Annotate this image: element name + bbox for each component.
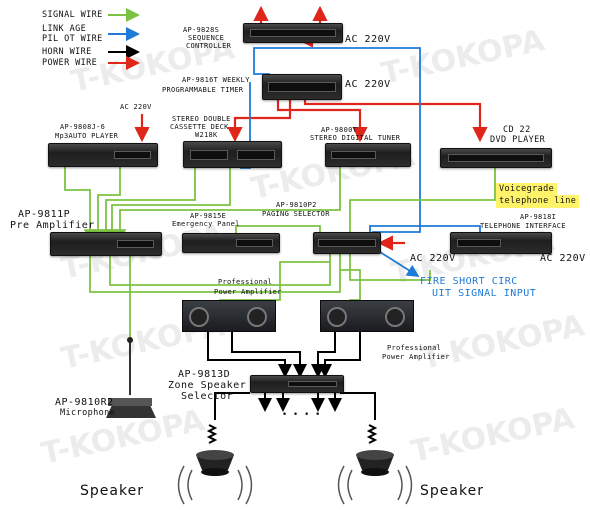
microphone-label: Microphone <box>60 408 116 418</box>
cassette-deck-label: STEREO DOUBLE <box>172 115 231 123</box>
fan-icon <box>385 307 405 327</box>
telephone-interface-unit <box>450 232 552 254</box>
pre-amplifier-unit <box>50 232 162 256</box>
timer-label: PROGRAMMABLE TIMER <box>162 86 244 94</box>
digital-tuner-unit <box>325 143 411 167</box>
telephone-interface-label: TELEPHONE INTERFACE <box>480 222 566 230</box>
telephone-line-label: telephone line <box>496 195 580 208</box>
sequence-controller-label: SEQUENCE <box>188 34 225 42</box>
zone-selector-label-2: Selector <box>181 391 234 402</box>
mp3-player-unit <box>48 143 158 167</box>
ac-power-label: AC 220V <box>540 253 586 264</box>
more-zones-dots: • • • • <box>282 410 321 420</box>
cassette-deck-model: W218K <box>195 131 218 139</box>
fan-icon <box>189 307 209 327</box>
microphone-model: AP-9810R2 <box>55 397 114 408</box>
fan-icon <box>247 307 267 327</box>
legend-power-label: POWER WIRE <box>42 58 98 68</box>
zone-selector-label: Zone Speaker <box>168 380 247 391</box>
legend-linkage-label-2: PIL OT WIRE <box>42 34 103 44</box>
voicegrade-label: Voicegrade <box>496 183 558 196</box>
pre-amp-model: AP-9811P <box>18 209 71 220</box>
speaker-label-left: Speaker <box>80 483 144 499</box>
emergency-panel-model: AP-9815E <box>190 212 227 220</box>
power-amplifier-left <box>182 300 276 332</box>
power-amp-label-2: Power Amplifier <box>382 353 450 361</box>
tuner-model: AP-9800T <box>321 126 358 134</box>
ac-power-label: AC 220V <box>345 34 391 45</box>
sequence-controller-label-2: CONTROLLER <box>186 42 232 50</box>
legend-linkage-label: LINK AGE <box>42 24 87 34</box>
cassette-deck-label-2: CASSETTE DECK <box>170 123 229 131</box>
timer-model: AP-9816T WEEKLY <box>182 76 250 84</box>
paging-selector-model: AP-9810P2 <box>276 201 317 209</box>
emergency-panel-label: Emergency Panel <box>172 220 240 228</box>
zone-selector-model: AP-9813D <box>178 369 231 380</box>
mp3-player-model: AP-9808J-6 <box>60 123 106 131</box>
sequence-controller-unit <box>243 23 343 43</box>
pre-amp-label: Pre Amplifier <box>10 220 95 231</box>
ac-power-label: AC 220V <box>345 79 391 90</box>
power-amplifier-right <box>320 300 414 332</box>
ac-power-label: AC 220V <box>120 103 152 111</box>
dvd-player-unit <box>440 148 552 168</box>
mp3-player-label: Mp3AUTO PLAYER <box>55 132 119 140</box>
paging-selector-unit <box>313 232 381 254</box>
power-amp-label: Professional <box>387 344 442 352</box>
tuner-label: STEREO DIGITAL TUNER <box>310 134 401 142</box>
ac-power-label: AC 220V <box>410 253 456 264</box>
fire-input-label: FIRE SHORT CIRC <box>420 276 518 287</box>
weekly-timer-unit <box>262 74 342 100</box>
fire-input-label-2: UIT SIGNAL INPUT <box>432 288 537 299</box>
power-amp-label: Professional <box>218 278 273 286</box>
cassette-deck-unit <box>183 141 282 168</box>
dvd-model: CD 22 <box>503 125 531 135</box>
fan-icon <box>327 307 347 327</box>
zone-speaker-selector-unit <box>250 375 344 393</box>
power-amp-label-2: Power Amplifier <box>214 288 282 296</box>
legend-signal-label: SIGNAL WIRE <box>42 10 103 20</box>
dvd-label: DVD PLAYER <box>490 135 546 145</box>
paging-selector-label: PAGING SELECTOR <box>262 210 330 218</box>
speaker-label-right: Speaker <box>420 483 484 499</box>
legend-horn-label: HORN WIRE <box>42 47 92 57</box>
emergency-panel-unit <box>182 233 280 253</box>
telephone-interface-model: AP-9818I <box>520 213 557 221</box>
sequence-controller-model: AP-9828S <box>183 26 220 34</box>
